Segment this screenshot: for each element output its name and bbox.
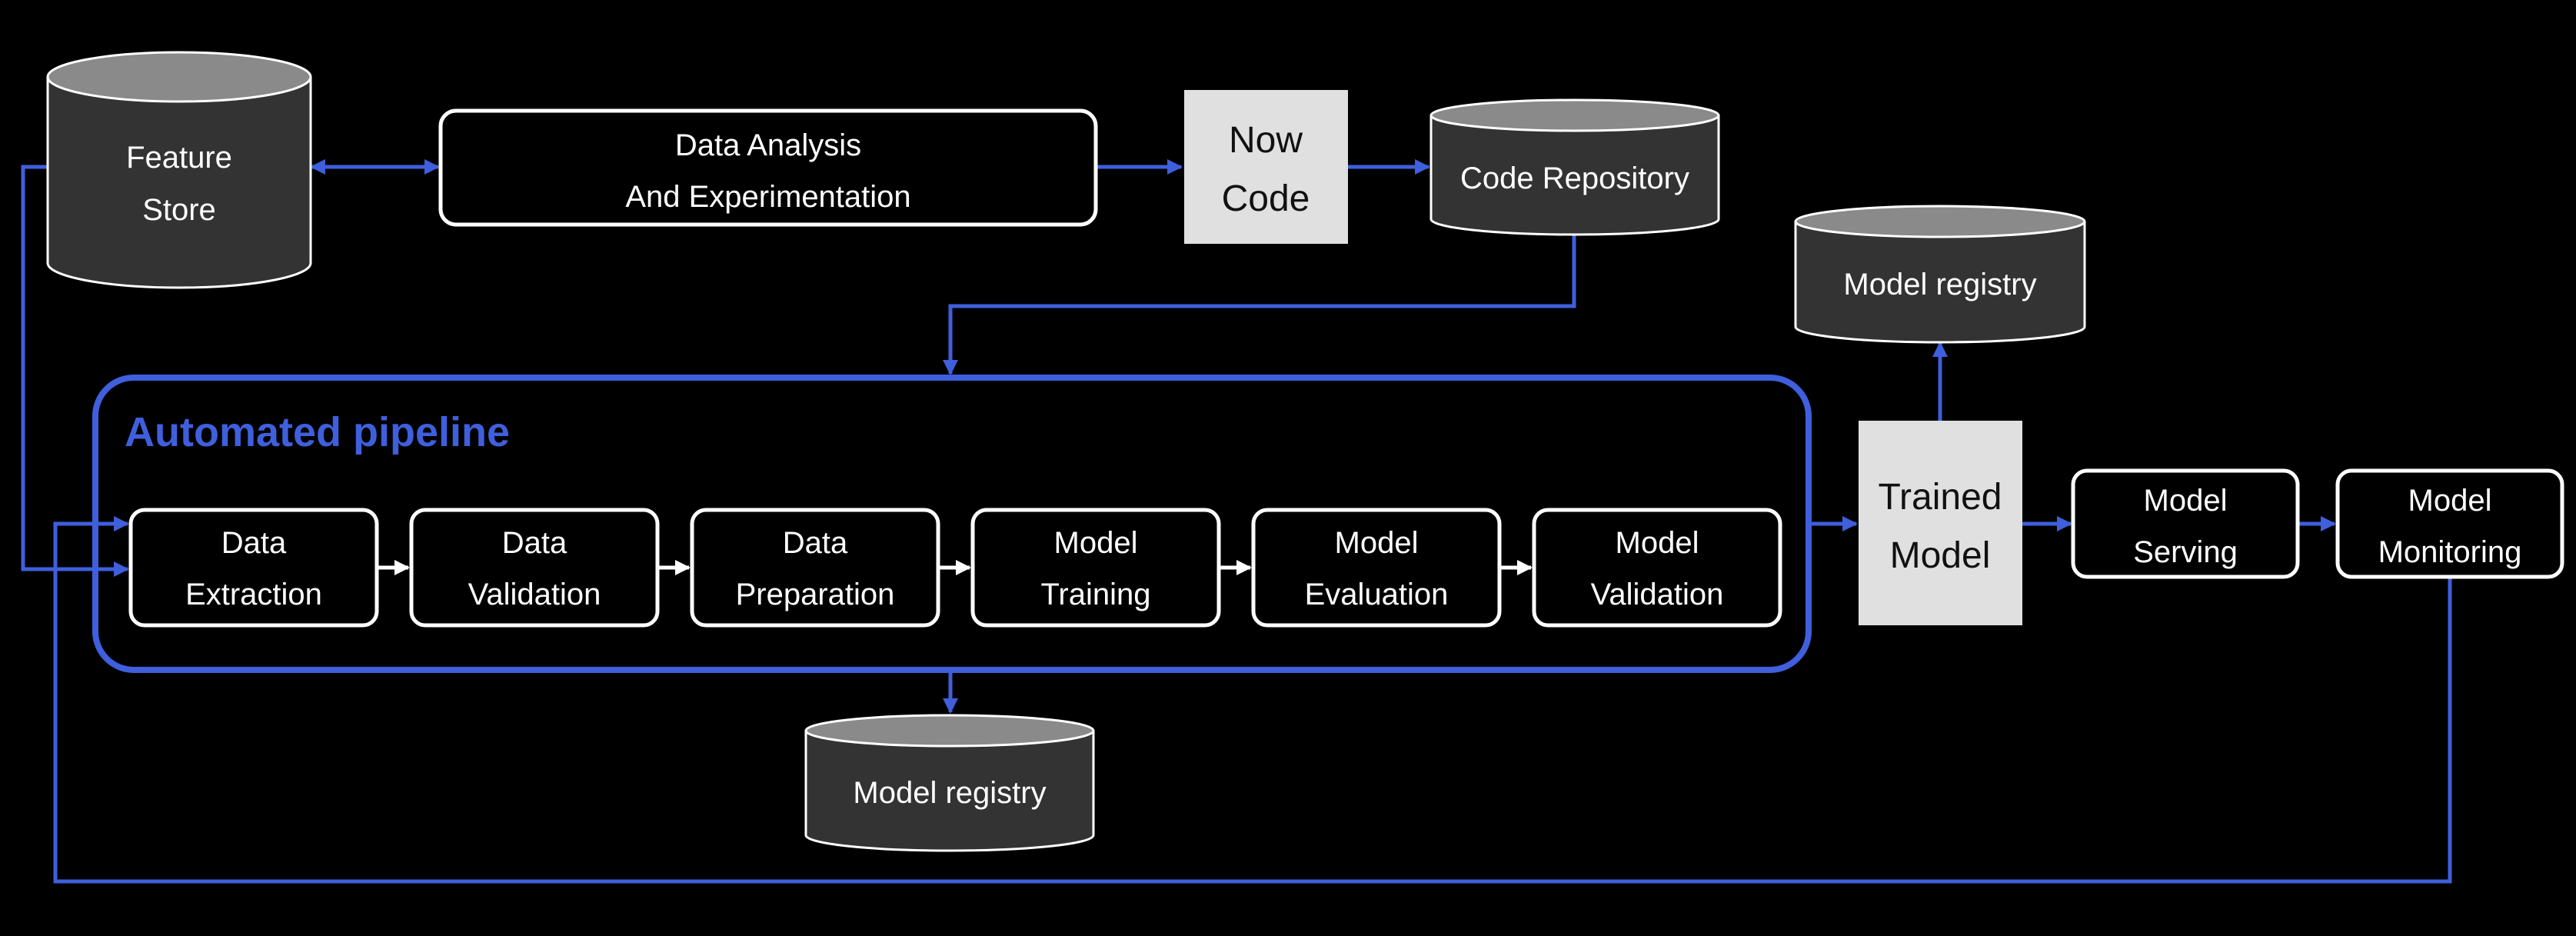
trained-model-node: Trained Model: [1859, 421, 2022, 625]
connectors: [21, 159, 2452, 884]
step-label-line2: Validation: [468, 578, 601, 611]
new-code-line2: Code: [1222, 178, 1310, 219]
data-analysis-box: [438, 108, 1098, 227]
model-serving-line2: Serving: [2133, 535, 2238, 569]
model-monitoring-line1: Model: [2408, 484, 2492, 518]
code-repository-cylinder-top: [1429, 98, 1720, 132]
model-registry-bottom-cylinder-top: [804, 714, 1095, 748]
feature-store-node: Feature Store: [46, 51, 312, 289]
trained-model-line2: Model: [1890, 535, 1991, 576]
pipeline-step-model-validation: Model Validation: [1532, 508, 1782, 628]
feature-store-cylinder: [46, 77, 312, 289]
data-analysis-line2: And Experimentation: [625, 180, 910, 214]
step-label-line1: Model: [1335, 526, 1419, 560]
pipeline-steps: Data Extraction Data Validation Data Pre…: [128, 508, 1782, 628]
pipeline-step-data-validation: Data Validation: [409, 508, 660, 628]
automated-pipeline-node: Automated pipeline: [92, 375, 1812, 673]
model-registry-top-node: Model registry: [1794, 205, 2086, 344]
step-label-line1: Data: [502, 526, 567, 560]
pipeline-step-data-extraction: Data Extraction: [128, 508, 379, 628]
model-registry-top-cylinder-top: [1794, 205, 2086, 238]
step-label-line1: Model: [1616, 526, 1699, 560]
step-label-line1: Model: [1054, 526, 1138, 560]
model-registry-bottom-label: Model registry: [853, 776, 1046, 810]
arrow-monitoring-feedback: [53, 516, 2452, 884]
model-registry-top-label: Model registry: [1843, 268, 2036, 301]
data-analysis-line1: Data Analysis: [675, 128, 861, 162]
feature-store-cylinder-top: [46, 51, 312, 103]
pipeline-step-model-training: Model Training: [970, 508, 1221, 628]
arrow-feature-store-extraction: [21, 165, 129, 577]
new-code-box: [1184, 90, 1348, 244]
step-label-line1: Data: [221, 526, 287, 560]
code-repository-node: Code Repository: [1429, 98, 1720, 236]
model-serving-node: Model Serving: [2071, 468, 2300, 579]
model-registry-bottom-cylinder: [804, 731, 1095, 852]
pipeline-step-model-evaluation: Model Evaluation: [1251, 508, 1502, 628]
trained-model-box: [1859, 421, 2022, 625]
step-label-line2: Training: [1040, 578, 1150, 611]
step-box: [1532, 508, 1782, 628]
new-code-line1: Now: [1229, 120, 1303, 161]
model-monitoring-line2: Monitoring: [2378, 535, 2522, 569]
trained-model-line1: Trained: [1879, 477, 2002, 518]
code-repository-cylinder: [1429, 115, 1720, 236]
step-label-line2: Preparation: [736, 578, 895, 611]
automated-pipeline-container: [92, 375, 1812, 673]
feature-store-label-line2: Store: [142, 193, 216, 227]
model-registry-bottom-node: Model registry: [804, 714, 1095, 852]
code-repository-label: Code Repository: [1460, 162, 1689, 195]
arrow-repository-pipeline: [943, 233, 1576, 375]
step-label-line1: Data: [783, 526, 848, 560]
step-label-line2: Extraction: [185, 578, 322, 611]
model-monitoring-node: Model Monitoring: [2335, 468, 2564, 579]
model-monitoring-box: [2335, 468, 2564, 579]
model-serving-line1: Model: [2144, 484, 2228, 518]
model-serving-box: [2071, 468, 2300, 579]
step-label-line2: Evaluation: [1305, 578, 1449, 611]
new-code-node: Now Code: [1184, 90, 1348, 244]
step-label-line2: Validation: [1591, 578, 1724, 611]
data-analysis-node: Data Analysis And Experimentation: [438, 108, 1098, 227]
automated-pipeline-title: Automated pipeline: [125, 409, 510, 455]
pipeline-step-data-preparation: Data Preparation: [690, 508, 940, 628]
model-registry-top-cylinder: [1794, 222, 2086, 344]
feature-store-label-line1: Feature: [126, 141, 232, 175]
